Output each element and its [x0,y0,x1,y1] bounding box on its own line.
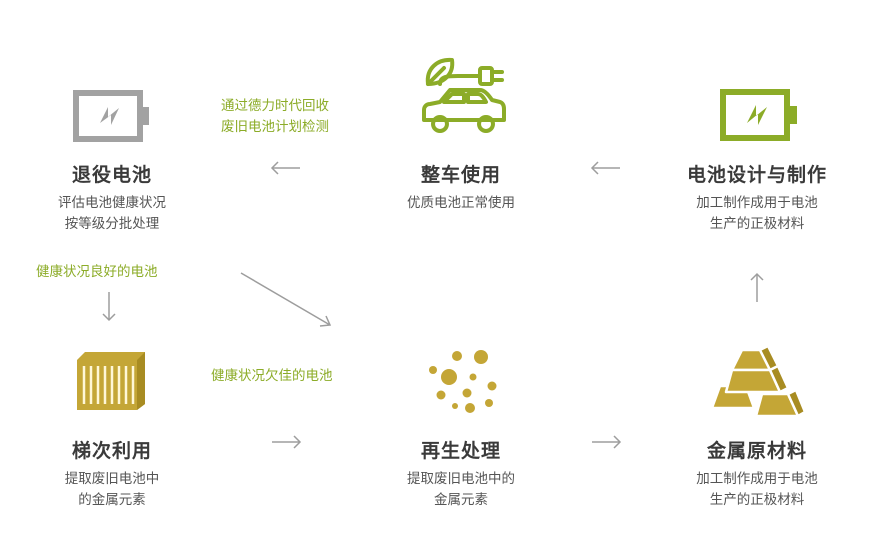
particles-icon [429,350,497,413]
arrow-right-icon [272,435,302,449]
vehicle-title: 整车使用 [420,164,501,186]
good-health-note: 健康状况良好的电池 [36,264,158,280]
retire-desc: 评估电池健康状况 按等级分批处理 [58,195,166,232]
design-title: 电池设计与制作 [686,164,827,186]
arrow-left-icon [270,161,300,175]
battery-green-icon [720,89,797,141]
arrow-down-icon [102,292,116,322]
arrow-diagonal-icon [240,272,332,327]
gold-bars-icon [712,346,806,418]
poor-health-note: 健康状况欠佳的电池 [211,368,333,384]
retire-title: 退役电池 [71,164,152,186]
arrow-up-icon [750,272,764,302]
arrow-left-icon [590,161,620,175]
cascade-desc: 提取废旧电池中 的金属元素 [64,471,160,508]
recycle-desc: 提取废旧电池中的 金属元素 [407,471,515,508]
design-desc: 加工制作成用于电池 生产的正极材料 [696,195,818,232]
cascade-title: 梯次利用 [71,440,152,462]
recycle-plan-note: 通过德力时代回收 废旧电池计划检测 [221,98,329,135]
container-icon [77,352,145,410]
metal-desc: 加工制作成用于电池 生产的正极材料 [696,471,818,508]
metal-title: 金属原材料 [706,440,807,462]
battery-gray-icon [73,90,149,142]
electric-car-icon [422,57,506,133]
arrow-right-icon [592,435,622,449]
vehicle-desc: 优质电池正常使用 [407,195,515,211]
recycle-title: 再生处理 [420,440,501,462]
